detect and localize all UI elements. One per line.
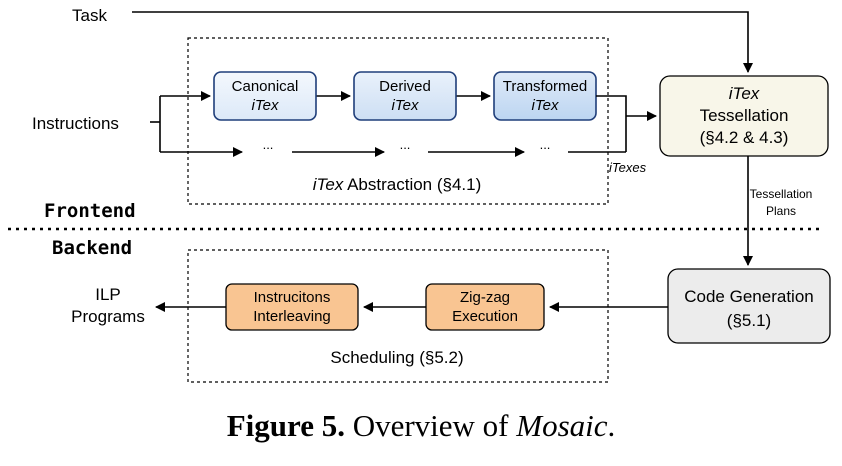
task-arrow [132, 11, 753, 73]
svg-text:iTex: iTex [532, 97, 559, 114]
svg-text:Derived: Derived [379, 78, 431, 95]
scheduling-label: Scheduling (§5.2) [330, 348, 463, 367]
caption-prefix: Figure 5. [226, 408, 345, 443]
plans-label-line1: Tessellation [750, 187, 813, 201]
caption-title: Mosaic [516, 408, 608, 443]
transformed-itex-box: Transformed iTex [493, 71, 597, 121]
svg-text:iTex: iTex [392, 97, 419, 114]
svg-text:Code Generation: Code Generation [684, 287, 813, 306]
svg-text:(§5.1): (§5.1) [727, 311, 771, 330]
svg-text:Interleaving: Interleaving [253, 308, 331, 325]
caption-suffix: . [607, 408, 616, 443]
ellipsis-3: ... [540, 137, 551, 152]
svg-text:Tessellation: Tessellation [700, 106, 789, 125]
zigzag-execution-box: Zig-zag Execution [425, 283, 545, 331]
merge-line [596, 95, 627, 152]
canonical-itex-box: Canonical iTex [213, 71, 317, 121]
svg-text:iTex: iTex [252, 97, 279, 114]
diagram-canvas: Task Instructions iTex Abstraction (§4.1… [8, 6, 831, 383]
derived-itex-box: Derived iTex [353, 71, 457, 121]
scheduling-region [187, 249, 609, 383]
svg-text:(§4.2 & 4.3): (§4.2 & 4.3) [700, 128, 789, 147]
figure-caption: Figure 5. Overview of Mosaic. [0, 408, 842, 444]
itexes-label: iTexes [609, 160, 647, 175]
task-label: Task [72, 6, 107, 25]
ellipsis-1: ... [263, 137, 274, 152]
svg-text:Canonical: Canonical [232, 78, 299, 95]
svg-text:Transformed: Transformed [503, 78, 587, 95]
svg-text:Instrucitons: Instrucitons [254, 289, 331, 306]
abstraction-region [187, 37, 609, 205]
abstraction-label: iTex Abstraction (§4.1) [313, 175, 482, 194]
plans-label-line2: Plans [766, 204, 796, 218]
interleaving-box: Instrucitons Interleaving [225, 283, 359, 331]
svg-text:Execution: Execution [452, 308, 518, 325]
svg-text:Zig-zag: Zig-zag [460, 289, 510, 306]
tessellation-box: iTex Tessellation (§4.2 & 4.3) [659, 75, 829, 157]
ilp-output-line1: ILP [95, 285, 121, 304]
codegen-box: Code Generation (§5.1) [667, 268, 831, 344]
ilp-output-line2: Programs [71, 307, 145, 326]
caption-text: Overview of [344, 408, 517, 443]
frontend-label: Frontend [44, 200, 136, 222]
backend-label: Backend [52, 237, 132, 259]
svg-text:iTex: iTex [729, 84, 760, 103]
instructions-label: Instructions [32, 114, 119, 133]
ellipsis-2: ... [400, 137, 411, 152]
